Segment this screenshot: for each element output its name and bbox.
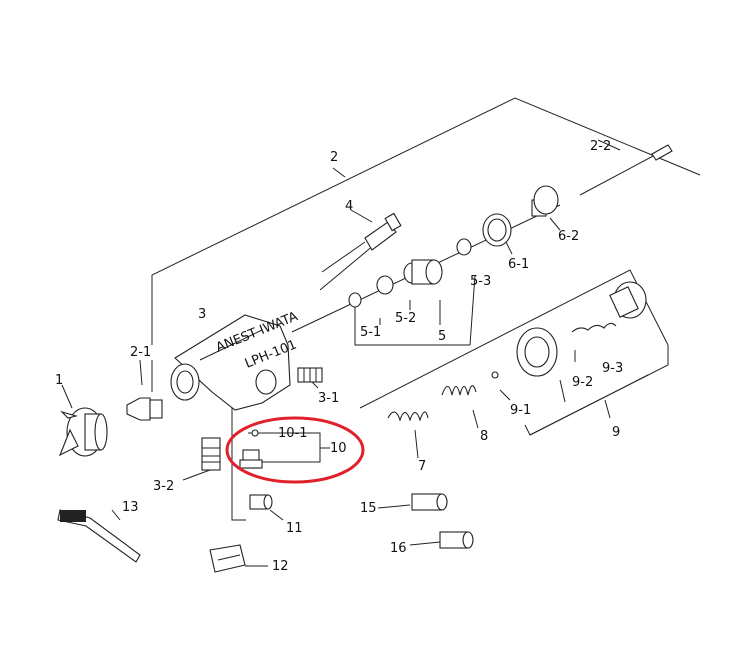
part-11-plug — [249, 494, 273, 510]
label-11: 11 — [286, 521, 303, 536]
part-2-2-needle — [651, 144, 673, 161]
label-8: 8 — [480, 429, 488, 444]
part-16-fitting — [439, 531, 474, 549]
part-2-1-fluid-nozzle — [126, 397, 163, 421]
leader-lines — [61, 97, 701, 567]
label-5: 5 — [438, 329, 446, 344]
part-labels: 1 2 2-1 2-2 3 3-1 3-2 4 5 5-1 5-2 5-3 6-… — [55, 139, 623, 574]
label-4: 4 — [345, 199, 353, 214]
part-6-2-cap — [531, 185, 559, 217]
label-5-3: 5-3 — [470, 274, 491, 289]
part-8-spring — [441, 385, 477, 396]
label-16: 16 — [390, 541, 407, 556]
part-15-fitting — [411, 493, 448, 511]
label-3-2: 3-2 — [153, 479, 174, 494]
label-13: 13 — [122, 500, 139, 515]
label-6-1: 6-1 — [508, 257, 529, 272]
label-10-1: 10-1 — [278, 426, 308, 441]
label-9-1: 9-1 — [510, 403, 531, 418]
label-10: 10 — [330, 441, 347, 456]
label-15: 15 — [360, 501, 377, 516]
part-3-1-fitting — [297, 367, 323, 383]
part-12-clip — [209, 544, 246, 573]
label-5-2: 5-2 — [395, 311, 416, 326]
label-9-3: 9-3 — [602, 361, 623, 376]
part-3-2-fitting — [201, 437, 221, 471]
label-9: 9 — [612, 425, 620, 440]
label-2: 2 — [330, 150, 338, 165]
highlight-circle-part-10 — [225, 416, 365, 484]
label-7: 7 — [418, 459, 426, 474]
part-13-brush — [57, 509, 141, 563]
label-12: 12 — [272, 559, 289, 574]
label-1: 1 — [55, 373, 63, 388]
label-9-2: 9-2 — [572, 375, 593, 390]
part-4-needle-packing — [321, 212, 402, 273]
label-3-1: 3-1 — [318, 391, 339, 406]
label-5-1: 5-1 — [360, 325, 381, 340]
part-1-air-cap — [58, 407, 108, 457]
label-3: 3 — [198, 307, 206, 322]
part-5-set — [348, 238, 472, 308]
part-10-valve-seat — [239, 429, 263, 469]
part-7-spring — [387, 411, 429, 422]
label-6-2: 6-2 — [558, 229, 579, 244]
label-2-1: 2-1 — [130, 345, 151, 360]
part-6-1-ring — [482, 213, 512, 247]
part-9-adjuster — [491, 281, 647, 379]
label-2-2: 2-2 — [590, 139, 611, 154]
part-3-gun-body: ANEST IWATA LPH-101 — [170, 309, 300, 411]
